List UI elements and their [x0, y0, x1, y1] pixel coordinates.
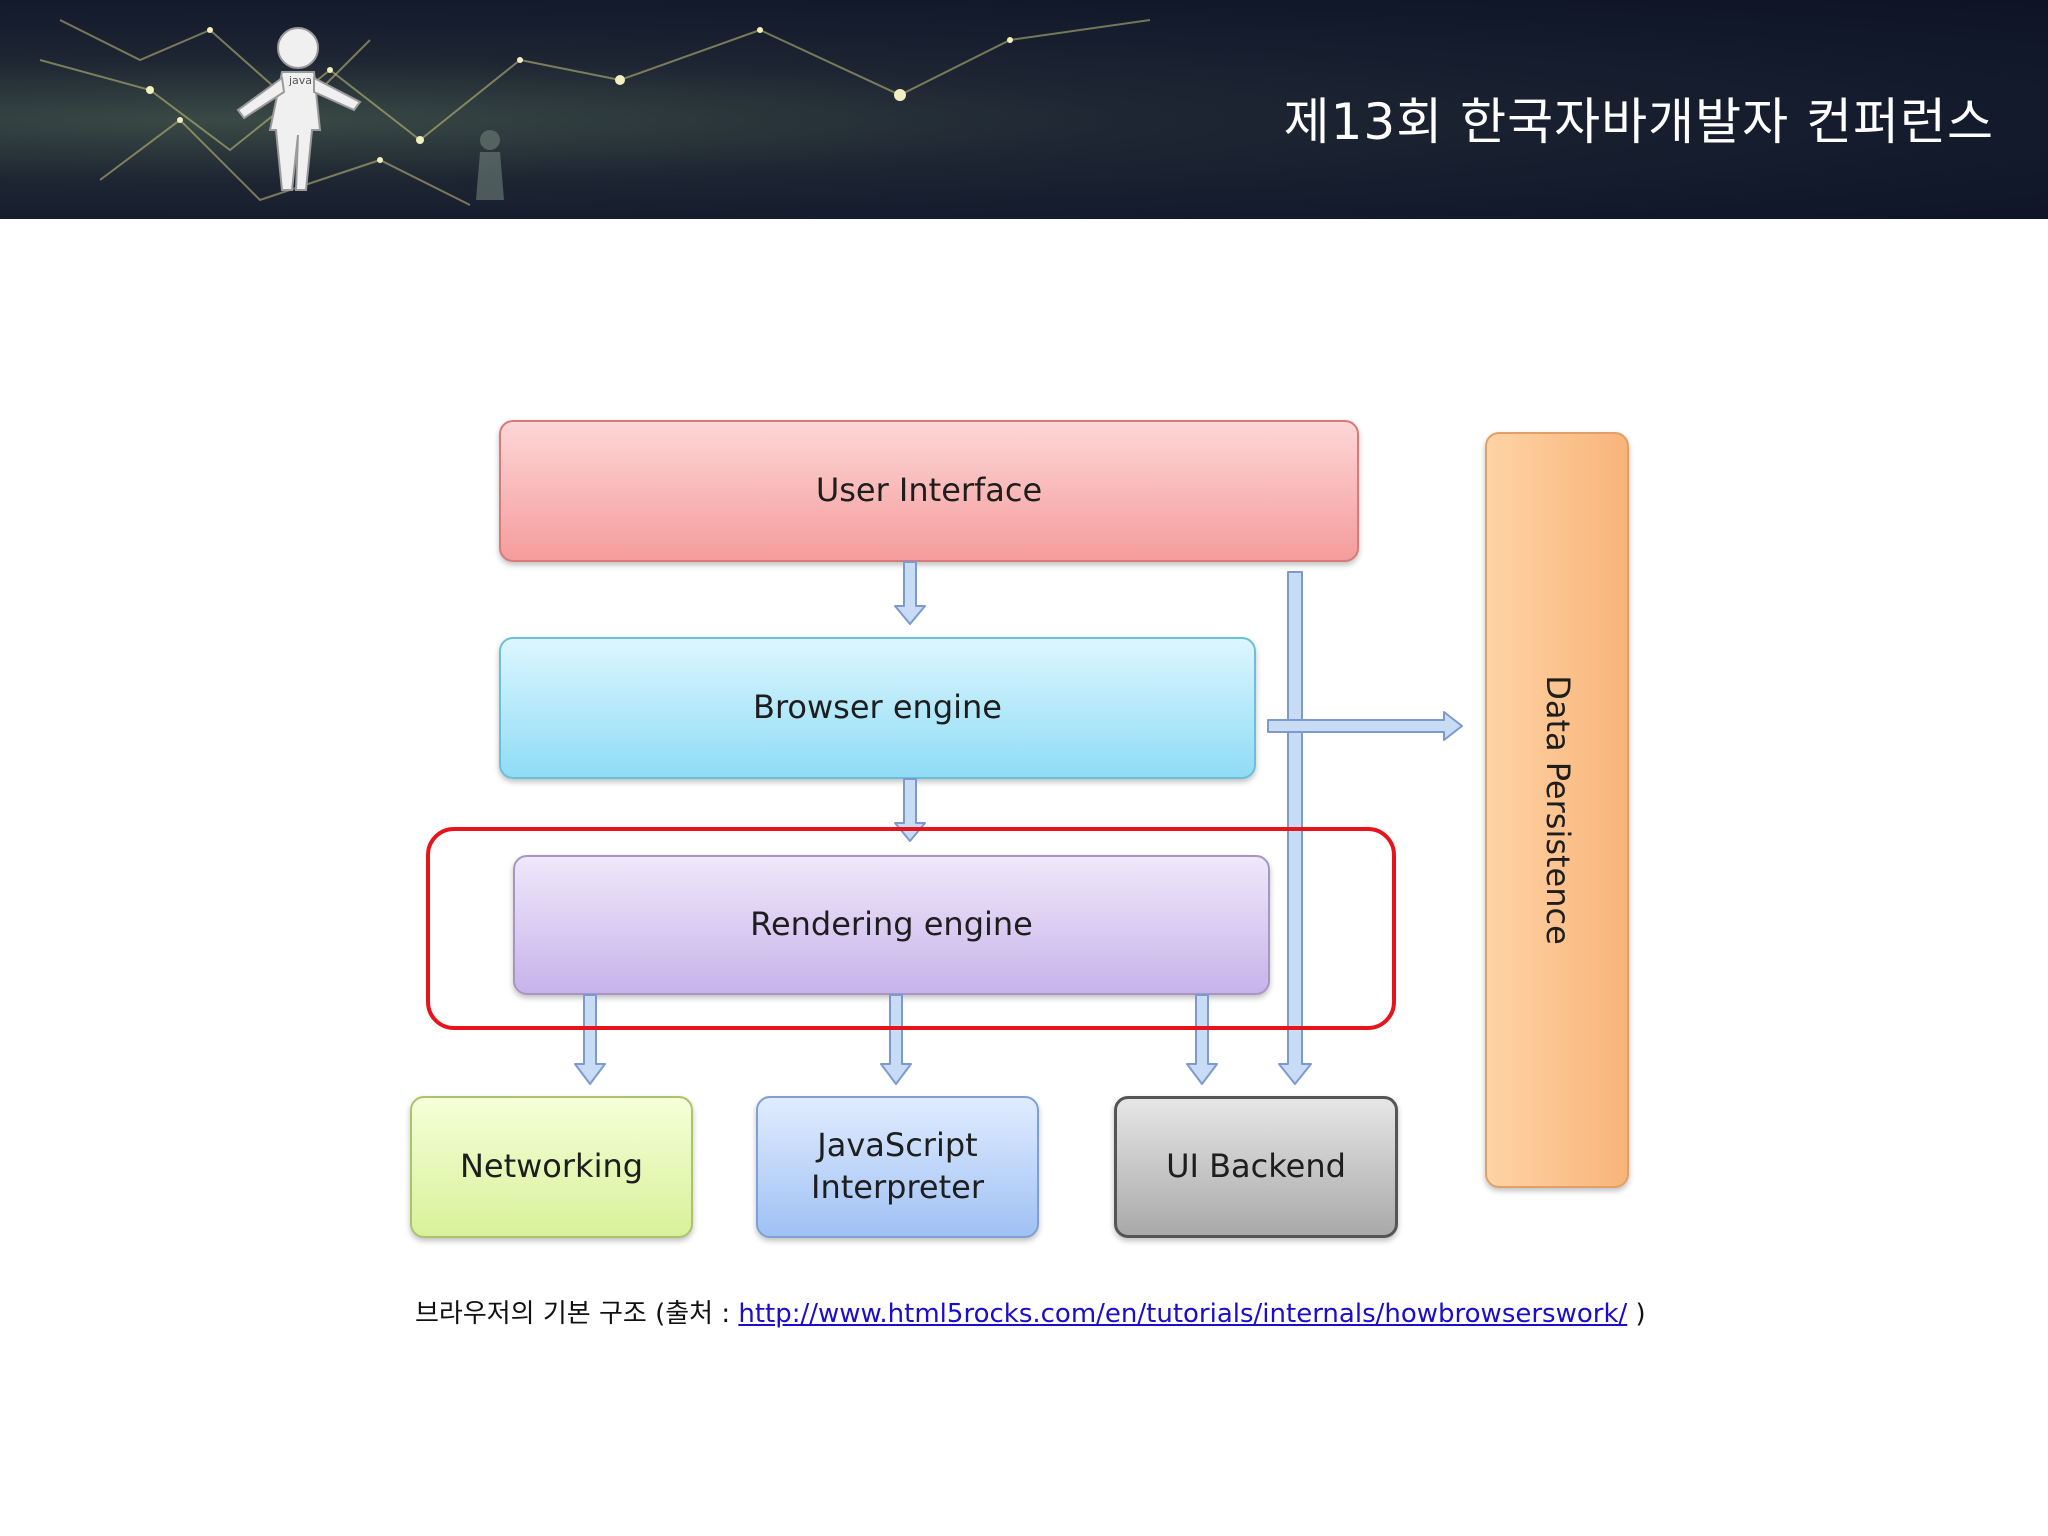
caption-text: 브라우저의 기본 구조 (출처 :: [415, 1299, 739, 1329]
source-link[interactable]: http://www.html5rocks.com/en/tutorials/i…: [738, 1299, 1628, 1329]
svg-text:java: java: [288, 74, 312, 87]
header-banner: java 제13회 한국자바개발자 컨퍼런스: [0, 0, 2048, 219]
rendering-engine-highlight: [426, 827, 1396, 1030]
javascript-interpreter-box: JavaScript Interpreter: [756, 1096, 1039, 1238]
arrow-rendering-to-ui-backend: [1186, 994, 1218, 1085]
data-persistence-box: Data Persistence: [1485, 432, 1629, 1188]
arrow-to-data-persistence: [1267, 711, 1463, 741]
person-figure: [236, 27, 362, 191]
rendering-engine-box: Rendering engine: [513, 855, 1270, 995]
conference-title: 제13회 한국자바개발자 컨퍼런스: [1283, 93, 1994, 151]
constellation-graphic: java: [39, 19, 1151, 206]
ui-backend-box: UI Backend: [1114, 1096, 1398, 1238]
arrow-rendering-to-networking: [574, 994, 606, 1085]
arrow-browser-to-rendering-engine: [894, 778, 926, 842]
arrow-rendering-to-javascript-interpreter: [880, 994, 912, 1085]
caption-suffix: ): [1627, 1299, 1646, 1329]
user-interface-box: User Interface: [499, 420, 1359, 562]
browser-engine-box: Browser engine: [499, 637, 1256, 779]
networking-box: Networking: [410, 1096, 693, 1238]
arrow-ui-to-browser-engine: [894, 561, 926, 625]
caption: 브라우저의 기본 구조 (출처 : http://www.html5rocks.…: [415, 1293, 1646, 1330]
